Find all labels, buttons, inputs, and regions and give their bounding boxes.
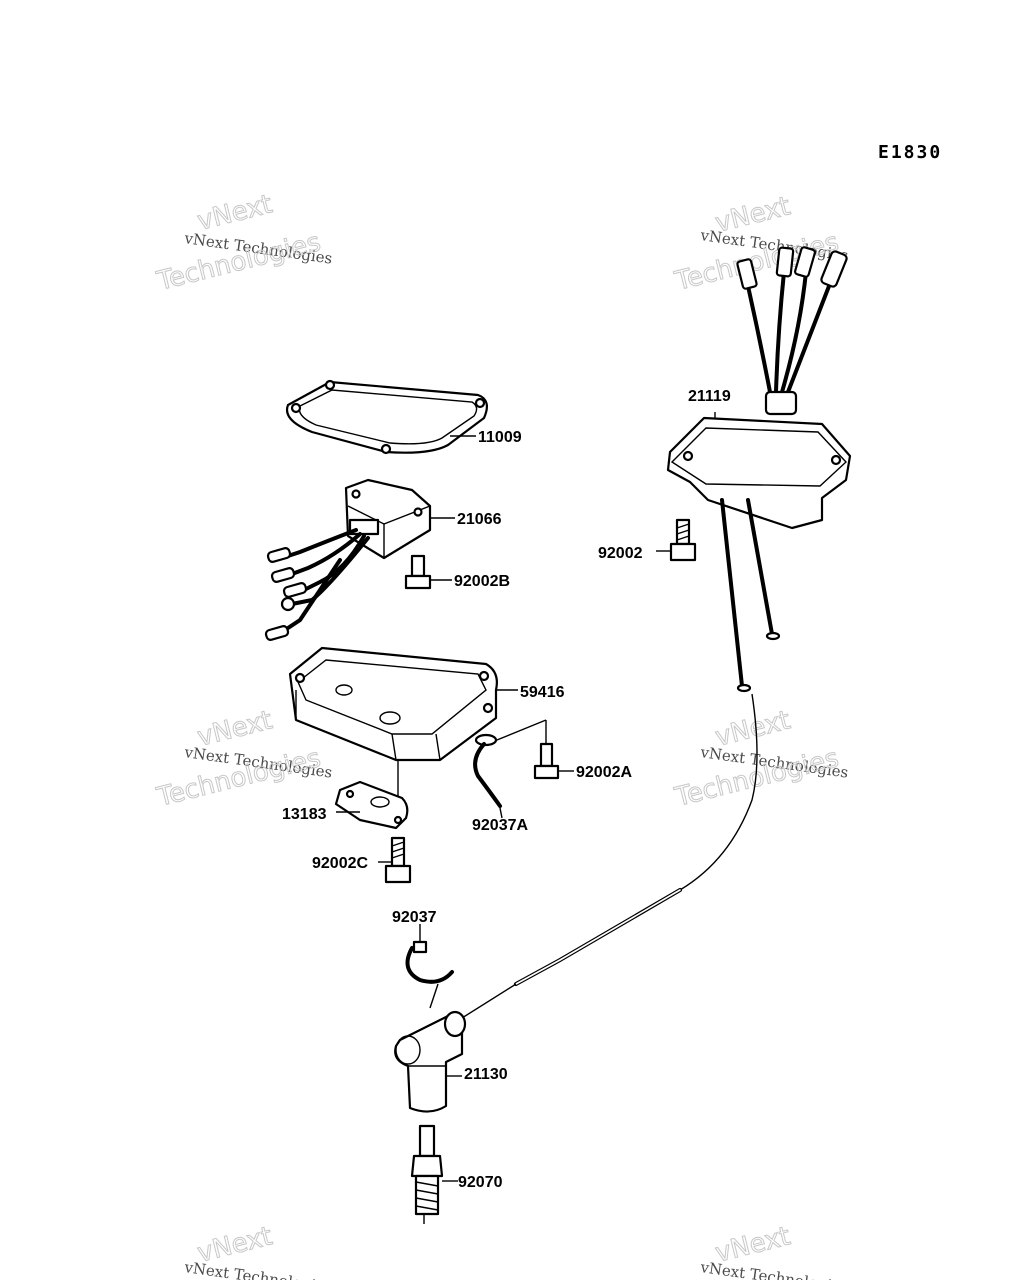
clip-92037[interactable]: 92037 (392, 909, 454, 1009)
part-label-59416: 59416 (520, 684, 565, 701)
case-59416[interactable]: 59416 (288, 646, 565, 812)
part-label-11009: 11009 (478, 429, 522, 446)
clip-92037A[interactable]: 92037A (472, 733, 528, 834)
bracket-13183[interactable]: 13183 (282, 780, 409, 830)
watermark-mid-right: vNext vNext Technologies Technologies (671, 705, 850, 814)
cdi-unit-21119[interactable]: 21119 (666, 246, 852, 693)
plug-cap-21130[interactable]: 21130 (394, 1010, 508, 1113)
watermark-text: vNext (194, 189, 275, 236)
part-label-92002C: 92002C (312, 855, 368, 872)
bolt-92002B[interactable]: 92002B (404, 554, 510, 590)
bolt-92002[interactable]: 92002 (598, 518, 697, 562)
bolt-92002A[interactable]: 92002A (491, 719, 632, 781)
part-label-21130: 21130 (464, 1066, 508, 1083)
part-label-92037: 92037 (392, 909, 437, 926)
diagram-code: E1830 (878, 142, 942, 163)
part-label-21119: 21119 (688, 388, 731, 405)
watermark-top-left: vNext vNext Technologies Technologies (153, 189, 334, 298)
part-label-92002A: 92002A (576, 764, 632, 781)
spark-plug-92070[interactable]: 92070 (410, 1124, 503, 1224)
part-label-92070: 92070 (458, 1174, 503, 1191)
high-tension-cable (461, 693, 758, 1019)
gasket-11009[interactable]: 11009 (285, 379, 522, 455)
watermark-text: vNext Technologies (182, 1258, 333, 1280)
part-label-92002: 92002 (598, 545, 643, 562)
part-label-92037A: 92037A (472, 817, 528, 834)
watermark-text: vNext Technologies (698, 1258, 849, 1280)
bolt-92002C[interactable]: 92002C (312, 836, 412, 884)
watermark-bottom-left: vNext vNext Technologies (182, 1221, 333, 1280)
module-21066[interactable]: 21066 (264, 478, 502, 641)
part-label-92002B: 92002B (454, 573, 510, 590)
part-label-13183: 13183 (282, 806, 327, 823)
watermark-bottom-right: vNext vNext Technologies (698, 1221, 849, 1280)
part-label-21066: 21066 (457, 511, 502, 528)
